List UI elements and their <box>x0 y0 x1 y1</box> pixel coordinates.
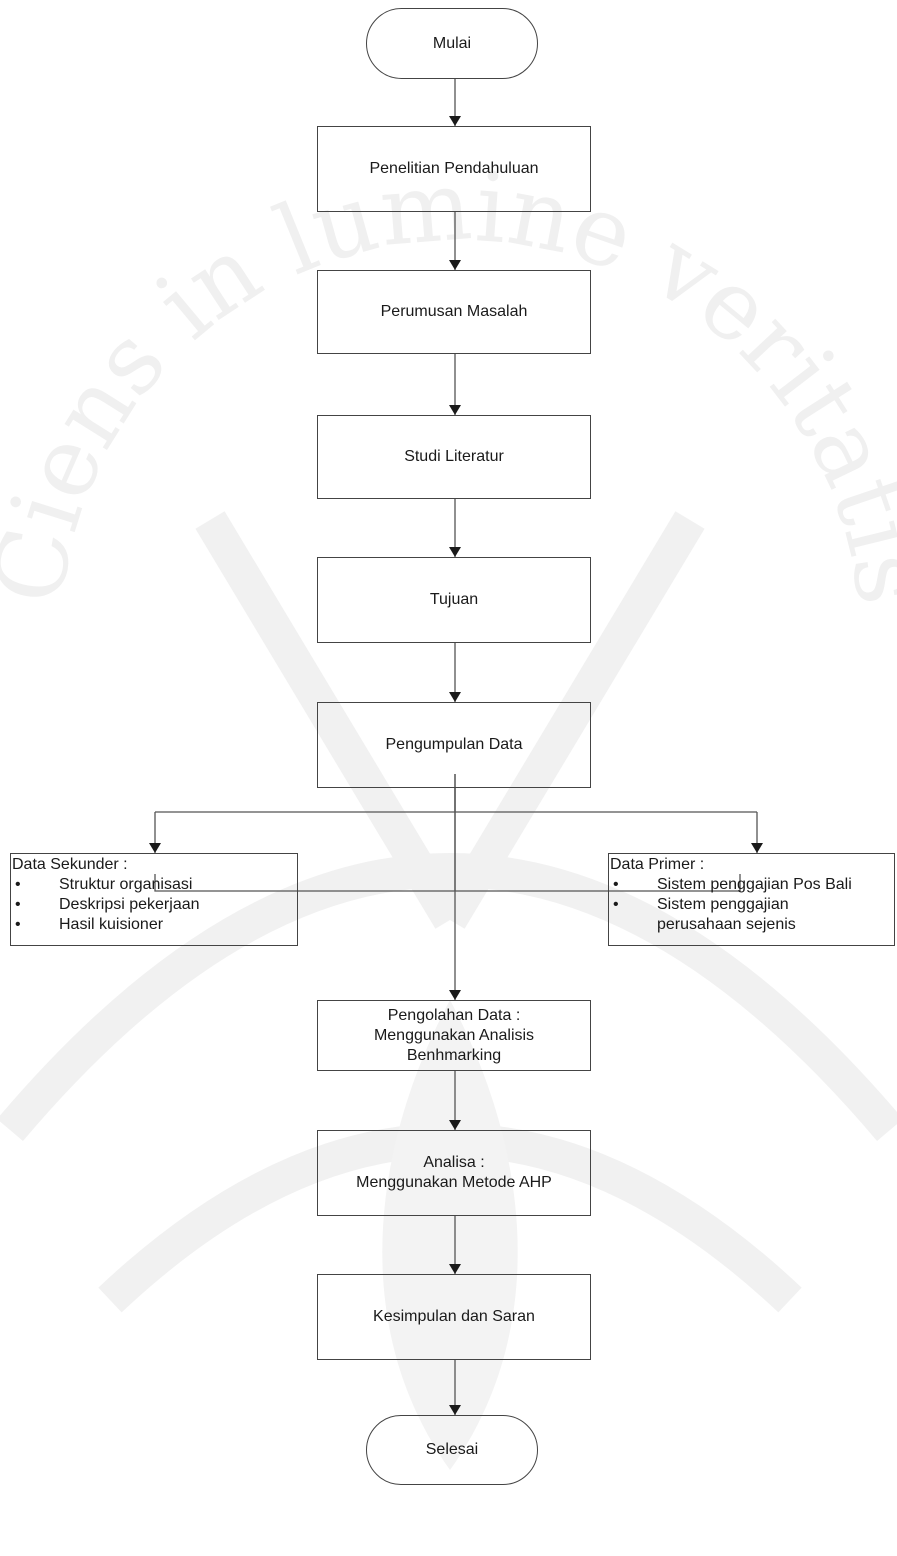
watermark-ray-right <box>435 511 705 929</box>
step-literature: Studi Literatur <box>317 415 591 499</box>
secondary-item: Hasil kuisioner <box>12 915 297 935</box>
step-data-collection: Pengumpulan Data <box>317 702 591 788</box>
secondary-data-title: Data Sekunder : <box>12 856 128 873</box>
watermark-arch-outer <box>0 853 897 1141</box>
watermark-ray-left <box>195 511 465 929</box>
processing-line: Menggunakan Analisis <box>373 1026 535 1044</box>
analysis-line: Analisa : <box>423 1154 485 1171</box>
primary-item: Sistem penggajian Pos Bali <box>610 875 894 895</box>
secondary-item: Struktur organisasi <box>12 875 297 895</box>
secondary-data-box: Data Sekunder : Struktur organisasi Desk… <box>10 853 298 946</box>
end-terminal: Selesai <box>366 1415 538 1485</box>
primary-data-box: Data Primer : Sistem penggajian Pos Bali… <box>608 853 895 946</box>
watermark-flame <box>382 1000 518 1470</box>
processing-line: Benhmarking <box>406 1046 502 1064</box>
start-terminal: Mulai <box>366 8 538 79</box>
step-conclusion: Kesimpulan dan Saran <box>317 1274 591 1360</box>
step-analysis: Analisa : Menggunakan Metode AHP <box>317 1130 591 1216</box>
primary-data-title: Data Primer : <box>610 856 705 873</box>
secondary-item: Deskripsi pekerjaan <box>12 895 297 915</box>
step-objective: Tujuan <box>317 557 591 643</box>
primary-item: Sistem penggajian perusahaan sejenis <box>610 895 822 935</box>
step-data-processing-box: Pengolahan Data : Menggunakan Analisis B… <box>317 1000 591 1071</box>
processing-line: Pengolahan Data : <box>387 1006 521 1024</box>
analysis-line: Menggunakan Metode AHP <box>356 1174 552 1191</box>
step-problem-formulation: Perumusan Masalah <box>317 270 591 354</box>
step-preliminary: Penelitian Pendahuluan <box>317 126 591 212</box>
